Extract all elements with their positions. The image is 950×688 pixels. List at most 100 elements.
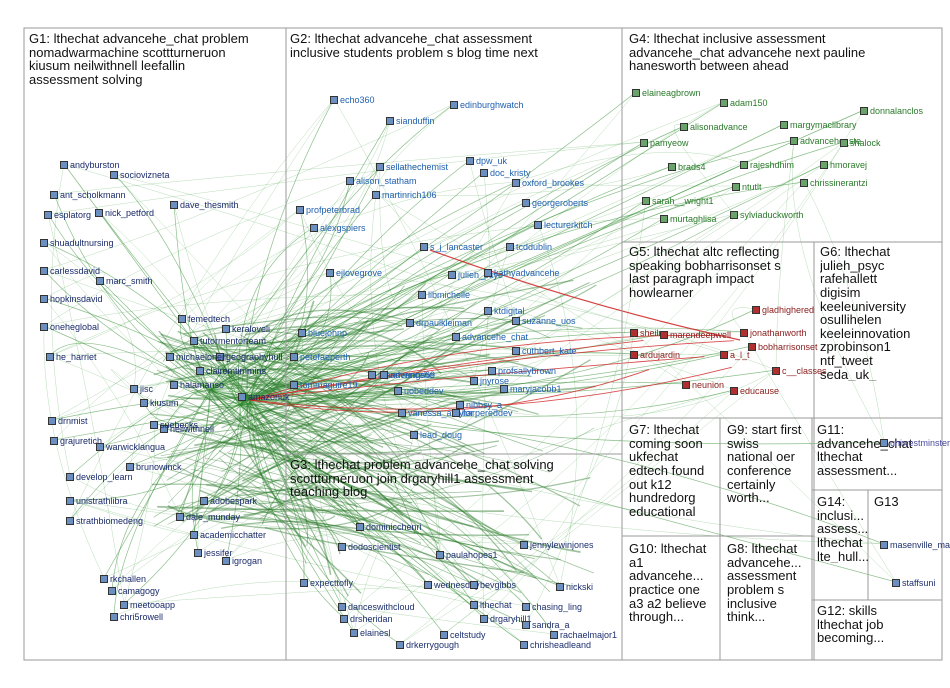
node-oneheglobal[interactable]: oneheglobal bbox=[40, 322, 99, 332]
node-unistrathlibra[interactable]: unistrathlibra bbox=[66, 496, 128, 506]
node-masenville-ma[interactable]: masenville_ma bbox=[880, 540, 950, 550]
node-strathbiomedeng[interactable]: strathbiomedeng bbox=[66, 516, 143, 526]
node-meetooapp[interactable]: meetooapp bbox=[120, 600, 175, 610]
node-rkchallen[interactable]: rkchallen bbox=[100, 574, 146, 584]
node-murtaghlisa[interactable]: murtaghlisa bbox=[660, 214, 717, 224]
node-kiusum[interactable]: kiusum bbox=[140, 398, 179, 408]
node-advancehe[interactable]: advancehe bbox=[380, 370, 434, 380]
node-profsallybrown[interactable]: profsallybrown bbox=[488, 366, 556, 376]
node-shuadultnursing[interactable]: shuadultnursing bbox=[40, 238, 114, 248]
node-marc-smith[interactable]: marc_smith bbox=[96, 276, 153, 286]
node-shalock[interactable]: shalock bbox=[840, 138, 881, 148]
node-petefaeperth[interactable]: petefaeperth bbox=[290, 352, 351, 362]
node-ant-scholkmann[interactable]: ant_scholkmann bbox=[50, 190, 126, 200]
node-suzanne-uos[interactable]: suzanne_uos bbox=[512, 316, 576, 326]
node-paulahopes1[interactable]: paulahopes1 bbox=[436, 550, 498, 560]
node-academicchatter[interactable]: academicchatter bbox=[190, 530, 266, 540]
node-tutormentorteam[interactable]: tutormentorteam bbox=[190, 336, 266, 346]
node-ktdigital[interactable]: ktdigital bbox=[484, 306, 525, 316]
node-adobespark[interactable]: adobespark bbox=[200, 496, 257, 506]
node-s-j-lancaster[interactable]: s_j_lancaster bbox=[420, 242, 483, 252]
node-jonathanworth[interactable]: jonathanworth bbox=[740, 328, 807, 338]
node-camagogy[interactable]: camagogy bbox=[108, 586, 160, 596]
node-esplatorg[interactable]: esplatorg bbox=[44, 210, 91, 220]
node-sianduffin[interactable]: sianduffin bbox=[386, 116, 434, 126]
node-ardujardin[interactable]: ardujardin bbox=[630, 350, 680, 360]
node-alexgspiers[interactable]: alexgspiers bbox=[310, 223, 366, 233]
node-sociovizneta[interactable]: sociovizneta bbox=[110, 170, 170, 180]
node-adam150[interactable]: adam150 bbox=[720, 98, 768, 108]
node-amazonuk[interactable]: amazonuk bbox=[238, 392, 290, 402]
node-carlessdavid[interactable]: carlessdavid bbox=[40, 266, 100, 276]
node-lthechat[interactable]: lthechat bbox=[470, 600, 512, 610]
node-nick-petford[interactable]: nick_petford bbox=[95, 208, 154, 218]
node-tcddublin[interactable]: tcddublin bbox=[506, 242, 552, 252]
node-grajuretich[interactable]: grajuretich bbox=[50, 436, 102, 446]
node-drsheridan[interactable]: drsheridan bbox=[340, 614, 393, 624]
node-georgeroberts[interactable]: georgeroberts bbox=[522, 198, 588, 208]
node-hmoravej[interactable]: hmoravej bbox=[820, 160, 867, 170]
node-sandra-a[interactable]: sandra_a bbox=[522, 620, 570, 630]
node-uniwestminster[interactable]: uniwestminster bbox=[880, 438, 950, 448]
node-jisc[interactable]: jisc bbox=[130, 384, 153, 394]
node-brunowinck[interactable]: brunowinck bbox=[126, 462, 182, 472]
node-elainesl[interactable]: elainesl bbox=[350, 628, 391, 638]
node-sellathechemist[interactable]: sellathechemist bbox=[376, 162, 448, 172]
node-michaeloneill[interactable]: michaeloneill bbox=[166, 352, 228, 362]
node-lecturerkitch[interactable]: lecturerkitch bbox=[534, 220, 593, 230]
node-andyburston[interactable]: andyburston bbox=[60, 160, 120, 170]
node-drkerrygough[interactable]: drkerrygough bbox=[396, 640, 459, 650]
node-edinburghwatch[interactable]: edinburghwatch bbox=[450, 100, 524, 110]
node-pamyeow[interactable]: pamyeow bbox=[640, 138, 689, 148]
node-educause[interactable]: educause bbox=[730, 386, 779, 396]
node-igrogan[interactable]: igrogan bbox=[222, 556, 262, 566]
node-keraloveli[interactable]: keraloveli bbox=[222, 324, 270, 334]
node-bevgibbs[interactable]: bevgibbs bbox=[470, 580, 516, 590]
node-c--classes[interactable]: c__classes bbox=[772, 366, 827, 376]
node-staffsuni[interactable]: staffsuni bbox=[892, 578, 935, 588]
node-alison-statham[interactable]: alison_statham bbox=[346, 176, 417, 186]
node-marendeepwell[interactable]: marendeepwell bbox=[660, 330, 731, 340]
node-donnalanclos[interactable]: donnalanclos bbox=[860, 106, 923, 116]
node-profpeterbrad[interactable]: profpeterbrad bbox=[296, 205, 360, 215]
node-rachaelmajor1[interactable]: rachaelmajor1 bbox=[550, 630, 617, 640]
node-bobharrisonset[interactable]: bobharrisonset bbox=[748, 342, 818, 352]
node-warwicklangua[interactable]: warwicklangua bbox=[96, 442, 165, 452]
node-doc-kristy[interactable]: doc_kristy bbox=[480, 168, 531, 178]
node-advancehe-chat[interactable]: advancehe_chat bbox=[452, 332, 528, 342]
node-dale-munday[interactable]: dale_munday bbox=[176, 512, 240, 522]
node-chasing-ling[interactable]: chasing_ling bbox=[522, 602, 582, 612]
node-maryjacobb1[interactable]: maryjacobb1 bbox=[500, 384, 562, 394]
node-tommaguire19[interactable]: tommaguire19 bbox=[290, 380, 358, 390]
node-dave-thesmith[interactable]: dave_thesmith bbox=[170, 200, 239, 210]
node-neunion[interactable]: neunion bbox=[682, 380, 724, 390]
node-oxford-brookes[interactable]: oxford_brookes bbox=[512, 178, 584, 188]
node-dpw-uk[interactable]: dpw_uk bbox=[466, 156, 507, 166]
node-libmichelle[interactable]: libmichelle bbox=[418, 290, 470, 300]
node-clairemtimmins[interactable]: clairemtimmins bbox=[196, 366, 266, 376]
node-chrissinerantzi[interactable]: chrissinerantzi bbox=[800, 178, 868, 188]
node-nickski[interactable]: nickski bbox=[556, 582, 593, 592]
node-expecttofly[interactable]: expecttofly bbox=[300, 578, 353, 588]
node-chrisheadleand[interactable]: chrisheadleand bbox=[520, 640, 591, 650]
node-uobeddev[interactable]: uobeddev bbox=[394, 386, 444, 396]
node-margymaclibrary[interactable]: margymaclibrary bbox=[780, 120, 857, 130]
node-hopkinsdavid[interactable]: hopkinsdavid bbox=[40, 294, 103, 304]
node-kathyadvancehe[interactable]: kathyadvancehe bbox=[484, 268, 560, 278]
node-ntutlt[interactable]: ntutlt bbox=[732, 182, 762, 192]
node-drnmist[interactable]: drnmist bbox=[48, 416, 88, 426]
node-ejlovegrove[interactable]: ejlovegrove bbox=[326, 268, 382, 278]
node-halamanso[interactable]: halamanso bbox=[170, 380, 224, 390]
node-sarah--wright1[interactable]: sarah__wright1 bbox=[642, 196, 714, 206]
node-elaineagbrown[interactable]: elaineagbrown bbox=[632, 88, 701, 98]
node-dodoscientist[interactable]: dodoscientist bbox=[338, 542, 401, 552]
node-a-l-t[interactable]: a_l_t bbox=[720, 350, 750, 360]
node-he-harriet[interactable]: he_harriet bbox=[46, 352, 97, 362]
node-sylviaduckworth[interactable]: sylviaduckworth bbox=[730, 210, 804, 220]
node-rajeshdhim[interactable]: rajeshdhim bbox=[740, 160, 794, 170]
node-alisonadvance[interactable]: alisonadvance bbox=[680, 122, 748, 132]
node-lead-doug[interactable]: lead_doug bbox=[410, 430, 462, 440]
node-femedtech[interactable]: femedtech bbox=[178, 314, 230, 324]
node-suebecks[interactable]: suebecks bbox=[150, 420, 198, 430]
node-drpaulkleiman[interactable]: drpaulkleiman bbox=[406, 318, 472, 328]
